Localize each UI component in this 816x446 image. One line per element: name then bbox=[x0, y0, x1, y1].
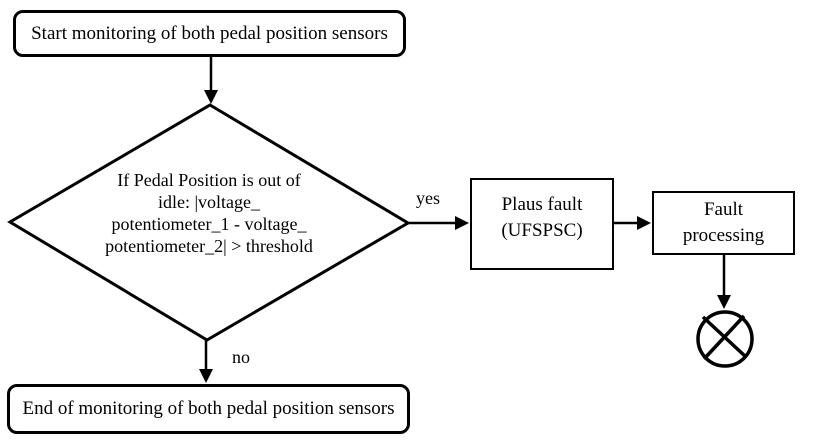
arrow-fault-to-sink bbox=[717, 255, 731, 309]
node-fault-processing: Fault processing bbox=[652, 191, 795, 255]
node-end-label: End of monitoring of both pedal position… bbox=[22, 398, 395, 419]
edge-label-no: no bbox=[232, 347, 250, 367]
arrow-decision-to-end bbox=[199, 340, 213, 383]
arrow-plaus-to-fault bbox=[614, 216, 651, 230]
arrow-decision-to-plaus bbox=[408, 216, 469, 230]
node-plaus-fault: Plaus fault (UFSPSC) bbox=[470, 178, 614, 270]
node-plaus-fault-label: Plaus fault (UFSPSC) bbox=[501, 194, 583, 241]
node-end: End of monitoring of both pedal position… bbox=[7, 384, 410, 434]
node-decision-label: If Pedal Position is out of idle: |volta… bbox=[105, 170, 313, 256]
crossed-circle-icon bbox=[696, 310, 754, 368]
node-start: Start monitoring of both pedal position … bbox=[13, 10, 406, 57]
arrow-start-to-decision bbox=[204, 57, 218, 104]
node-start-label: Start monitoring of both pedal position … bbox=[31, 22, 388, 44]
node-fault-processing-label: Fault processing bbox=[682, 199, 765, 246]
edge-label-yes: yes bbox=[416, 188, 440, 208]
